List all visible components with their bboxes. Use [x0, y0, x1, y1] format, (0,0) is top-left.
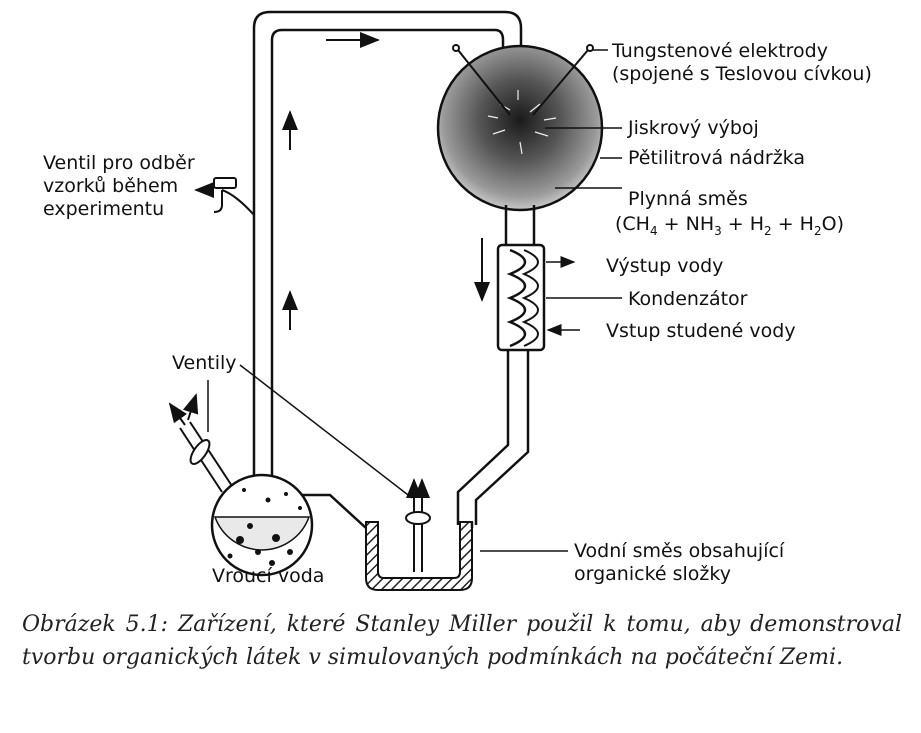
top-tube: [252, 10, 523, 515]
side-valve: [168, 393, 233, 493]
u-trap: [365, 521, 473, 591]
label-five-liter-flask: Pětilitrová nádržka: [628, 147, 805, 169]
label-spark-discharge: Jiskrový výboj: [628, 117, 759, 139]
label-sampling-valve: Ventil pro odběr vzorků během experiment…: [43, 152, 195, 220]
tungsten-electrodes: [452, 44, 594, 116]
flow-arrows: [282, 32, 490, 330]
leader-lines: [207, 49, 622, 552]
label-water-out: Výstup vody: [606, 255, 724, 277]
label-organic-mixture: Vodní směs obsahující organické složky: [574, 540, 785, 585]
trap-valve: [405, 478, 431, 572]
condenser-jacket: [496, 243, 546, 352]
label-gas-mixture: Plynná směs: [628, 188, 748, 210]
sampling-valve: [194, 177, 255, 216]
bubbles: [227, 488, 302, 566]
label-condenser: Kondenzátor: [628, 288, 748, 310]
label-tungsten-electrodes: Tungstenové elektrody (spojené s Teslovo…: [612, 40, 872, 85]
figure-caption: Obrázek 5.1: Zařízení, které Stanley Mil…: [22, 612, 902, 670]
label-boiling-water: Vroucí voda: [212, 565, 325, 587]
label-gas-formula: (CH4 + NH3 + H2 + H2O): [615, 213, 844, 238]
condenser-coil: [506, 248, 527, 348]
spark-discharge: [487, 90, 557, 155]
miller-urey-apparatus-diagram: [168, 10, 622, 591]
label-cold-water-in: Vstup studené vody: [606, 320, 796, 342]
label-valves: Ventily: [172, 352, 237, 374]
